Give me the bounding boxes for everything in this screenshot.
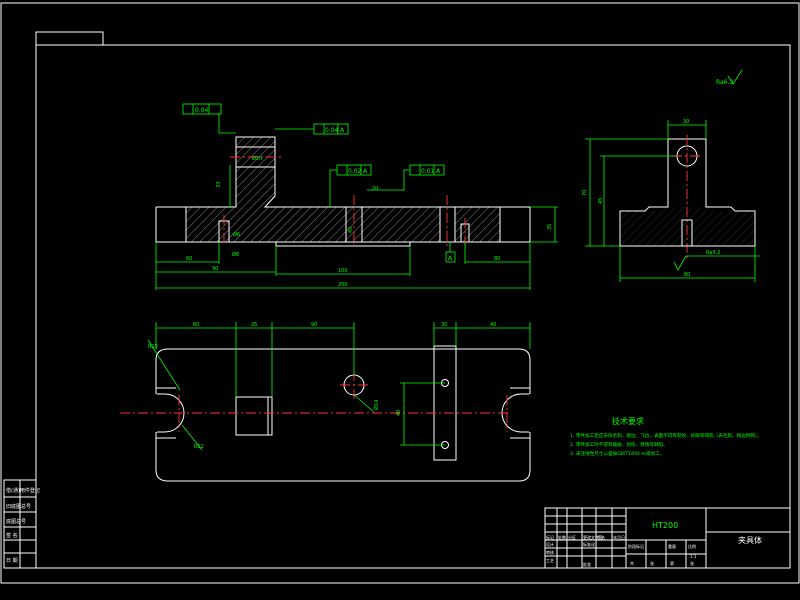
side-table-r5: 日 期 bbox=[6, 558, 18, 564]
technical-requirements: 技术要求 1. 零件加工后应去除毛刺、锐边、飞边，表面不得有裂纹、砂眼等缺陷（去… bbox=[570, 416, 762, 457]
plan-radius2-label: R12 bbox=[194, 444, 204, 450]
side-height2-label: 45 bbox=[598, 198, 604, 204]
h-20-label: 20 bbox=[372, 186, 378, 192]
tb-c5: 签名 bbox=[597, 534, 605, 540]
height-33-label: 33 bbox=[216, 182, 222, 188]
tech-req-line1: 1. 零件加工后应去除毛刺、锐边、飞边，表面不得有裂纹、砂眼等缺陷（去毛刺、锐边… bbox=[570, 432, 762, 439]
plan-hole-label: Ø14 bbox=[373, 400, 380, 410]
hole-dia2-label: Ø8 bbox=[232, 251, 239, 258]
tech-req-title: 技术要求 bbox=[612, 416, 644, 426]
side-table-r4: 签 名 bbox=[6, 532, 18, 539]
tb-c15: 共 bbox=[630, 560, 634, 566]
plan-view: 60 25 90 30 40 40 Ø14 R15 R12 bbox=[120, 322, 531, 482]
general-roughness-text: Ra6.3 bbox=[716, 79, 733, 86]
hole-dia-label: Ø6 bbox=[233, 231, 240, 238]
tb-c14: 批准 bbox=[583, 561, 591, 567]
bore-dia-label: Ø20 bbox=[252, 155, 262, 162]
dim-80-label: 80 bbox=[494, 256, 500, 262]
tb-c8: 标准化 bbox=[583, 541, 595, 547]
parallel-tolerance-frame-mid: 0.02 A bbox=[329, 164, 372, 207]
tb-c16: 张 bbox=[650, 560, 654, 566]
perpendicular-value: 0.01 bbox=[421, 168, 435, 175]
tb-c6: 年月日 bbox=[613, 534, 625, 540]
tb-c10: 重量 bbox=[668, 543, 676, 549]
tb-c4: 更改文件号 bbox=[583, 534, 603, 540]
parallel-tolerance-frame-top: 0.04 A bbox=[275, 123, 349, 135]
plan-height-label: 40 bbox=[396, 410, 402, 416]
tb-scale: 1:1 bbox=[690, 554, 697, 559]
general-roughness-symbol: Ra6.3 bbox=[716, 69, 743, 86]
part-name-label: 夹具体 bbox=[738, 535, 762, 545]
tech-req-line2: 2. 零件加工时不得有磕碰、划伤、锈蚀等缺陷。 bbox=[570, 441, 668, 448]
side-note-label: Ra3.2 bbox=[706, 250, 720, 256]
tb-c9: 阶段标记 bbox=[628, 543, 644, 549]
front-section-view: 0.04 0.04 A 0.02 A 0.01 A bbox=[155, 103, 558, 290]
tb-c3: 分区 bbox=[568, 534, 576, 540]
side-height-label: 70 bbox=[582, 190, 588, 196]
datum-ref-mid: A bbox=[363, 168, 368, 175]
side-view: 30 70 45 80 Ra3.2 bbox=[582, 119, 760, 282]
tb-c7: 设计 bbox=[546, 541, 554, 547]
tb-c12: 审核 bbox=[546, 549, 554, 555]
tech-req-line3: 3. 未注线性尺寸公差按GB/T1804-m级加工。 bbox=[570, 450, 664, 457]
dim-100-label: 100 bbox=[338, 268, 348, 274]
plan-dim-30: 30 bbox=[441, 322, 447, 328]
material-label: HT200 bbox=[652, 521, 678, 530]
side-table-r3: 底图总号 bbox=[6, 518, 26, 525]
datum-ref-top: A bbox=[340, 127, 345, 134]
side-width-label: 30 bbox=[683, 119, 689, 125]
datum-a-marker: A bbox=[445, 242, 456, 263]
tb-c17: 第 bbox=[670, 560, 674, 566]
tb-c13: 工艺 bbox=[546, 558, 554, 563]
drawing-frame bbox=[0, 2, 800, 584]
parallel-value-top: 0.04 bbox=[325, 127, 339, 134]
plan-dim-90: 90 bbox=[311, 322, 317, 328]
side-registration-table: 借(通)用件登记 旧底图总号 底图总号 签 名 日 期 bbox=[3, 479, 40, 569]
dim-90-label: 90 bbox=[212, 266, 218, 272]
datum-ref-right: A bbox=[436, 168, 441, 175]
h-35-label: 35 bbox=[547, 224, 553, 230]
svg-text:A: A bbox=[448, 255, 453, 262]
tb-c11: 比例 bbox=[688, 543, 696, 549]
parallel-value-mid: 0.02 bbox=[348, 168, 362, 175]
dim-60-label: 60 bbox=[186, 256, 192, 262]
flatness-tolerance-frame: 0.04 bbox=[182, 103, 236, 134]
tb-c16b: 张 bbox=[690, 560, 694, 566]
plan-radius-label: R15 bbox=[148, 344, 158, 350]
title-block: 标记 处数 分区 更改文件号 签名 年月日 设计 标准化 审核 工艺 批准 阶段… bbox=[544, 507, 791, 569]
tb-c2: 处数 bbox=[558, 534, 566, 540]
tb-c1: 标记 bbox=[546, 534, 554, 540]
side-table-r1: 借(通)用件登记 bbox=[6, 487, 40, 494]
dim-200-label: 200 bbox=[338, 282, 348, 288]
plan-dim-25: 25 bbox=[251, 322, 257, 328]
plan-dim-40: 40 bbox=[490, 322, 496, 328]
perpendicular-tolerance-frame: 0.01 A bbox=[367, 164, 445, 191]
plan-dim-60: 60 bbox=[193, 322, 199, 328]
h-45-label: 45 bbox=[348, 227, 354, 233]
side-base-label: 80 bbox=[684, 272, 690, 278]
side-table-r2: 旧底图总号 bbox=[6, 503, 31, 510]
flatness-value: 0.04 bbox=[195, 107, 209, 114]
